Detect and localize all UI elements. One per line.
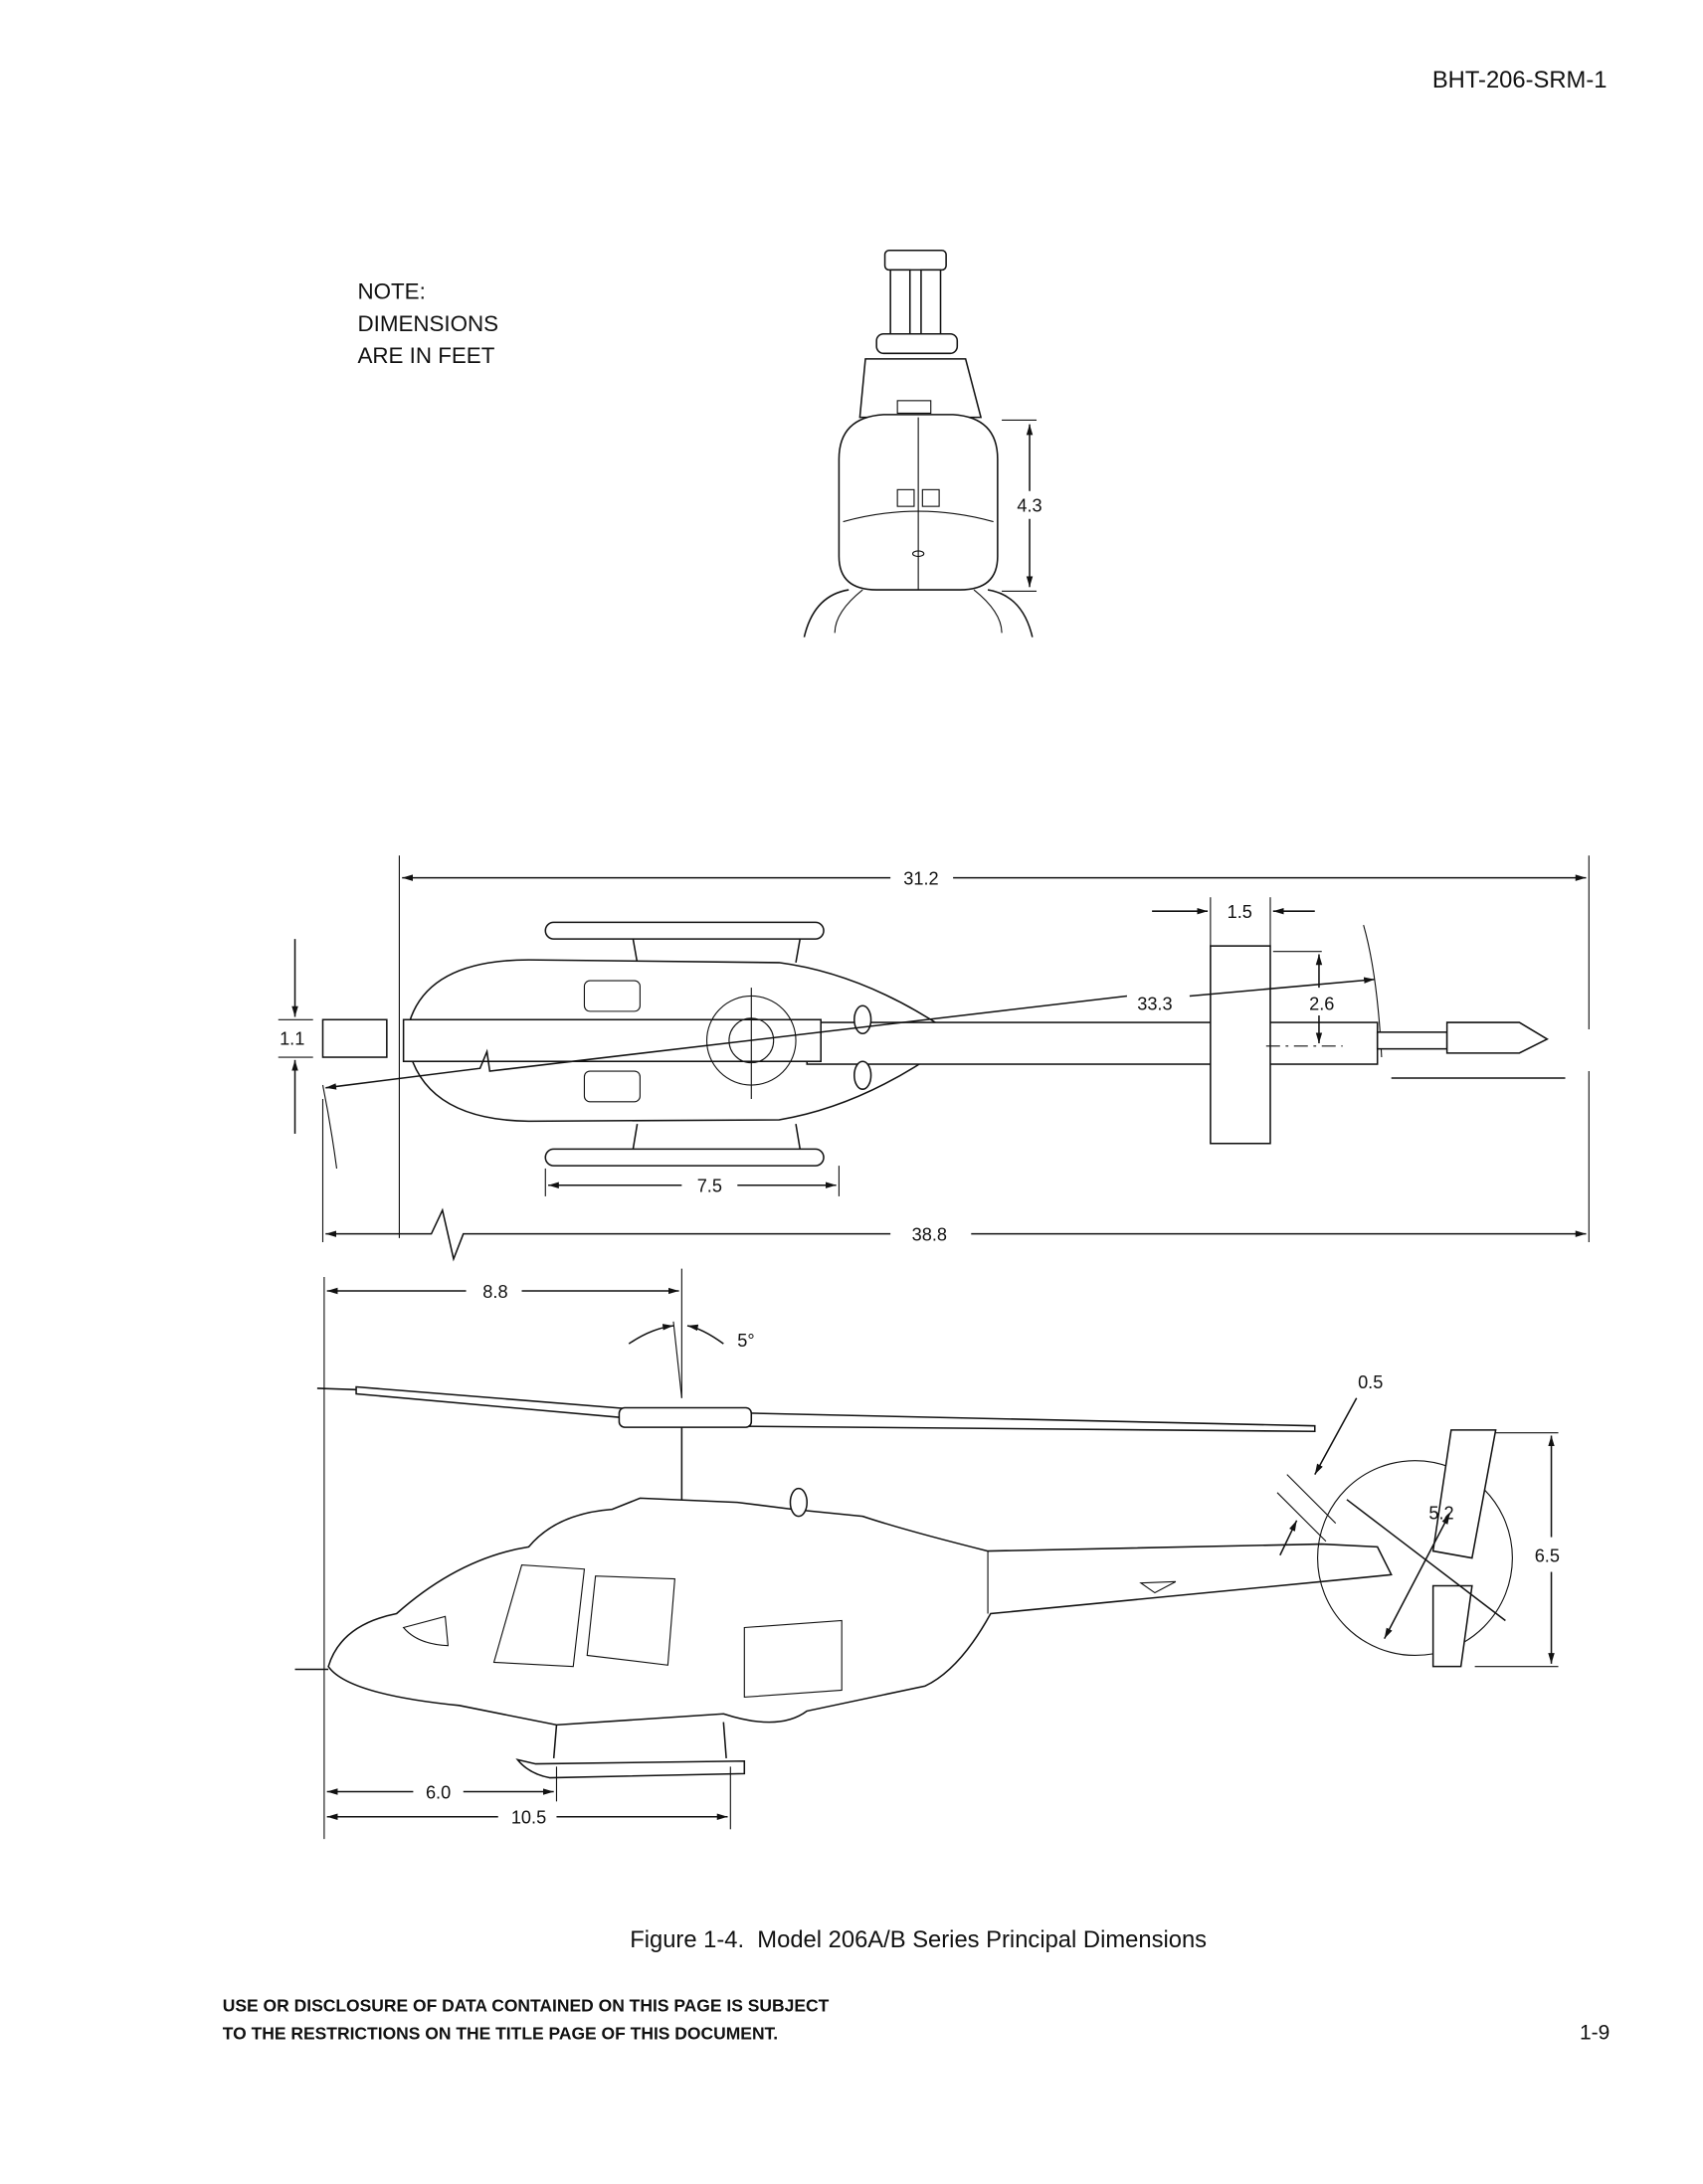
dimensions-note: NOTE: DIMENSIONS ARE IN FEET (357, 279, 498, 368)
document-id: BHT-206-SRM-1 (1432, 67, 1608, 93)
side-view-drawing (294, 1268, 1559, 1840)
fuselage-length-label: 31.2 (903, 869, 938, 889)
forward-crosstube-label: 6.0 (426, 1783, 451, 1803)
note-line: ARE IN FEET (357, 343, 494, 368)
note-line: DIMENSIONS (357, 311, 498, 336)
front-height-label: 4.3 (1017, 496, 1041, 516)
tail-clearance-label: 0.5 (1358, 1372, 1383, 1392)
blade-chord-label: 1.1 (280, 1028, 304, 1048)
figure-caption: Figure 1-4. Model 206A/B Series Principa… (630, 1926, 1207, 1953)
aft-crosstube-label: 10.5 (511, 1808, 546, 1828)
restriction-notice: USE OR DISCLOSURE OF DATA CONTAINED ON T… (223, 1996, 830, 2016)
rotor-diameter-label: 33.3 (1137, 994, 1172, 1013)
tail-rotor-diameter-label: 5.2 (1428, 1503, 1453, 1523)
note-line: NOTE: (357, 279, 425, 304)
front-view-drawing (803, 250, 1038, 637)
mast-tilt-label: 5° (737, 1331, 754, 1351)
skid-width-label: 7.5 (697, 1177, 722, 1196)
rotor-to-nose-label: 8.8 (482, 1282, 507, 1302)
page-number: 1-9 (1580, 2022, 1609, 2045)
top-view-drawing (278, 855, 1590, 1262)
stabilizer-offset-label: 2.6 (1309, 994, 1334, 1013)
stabilizer-chord-label: 1.5 (1228, 902, 1252, 922)
restriction-notice: TO THE RESTRICTIONS ON THE TITLE PAGE OF… (223, 2024, 778, 2044)
overall-length-label: 38.8 (912, 1225, 947, 1245)
tail-height-label: 6.5 (1535, 1547, 1560, 1566)
